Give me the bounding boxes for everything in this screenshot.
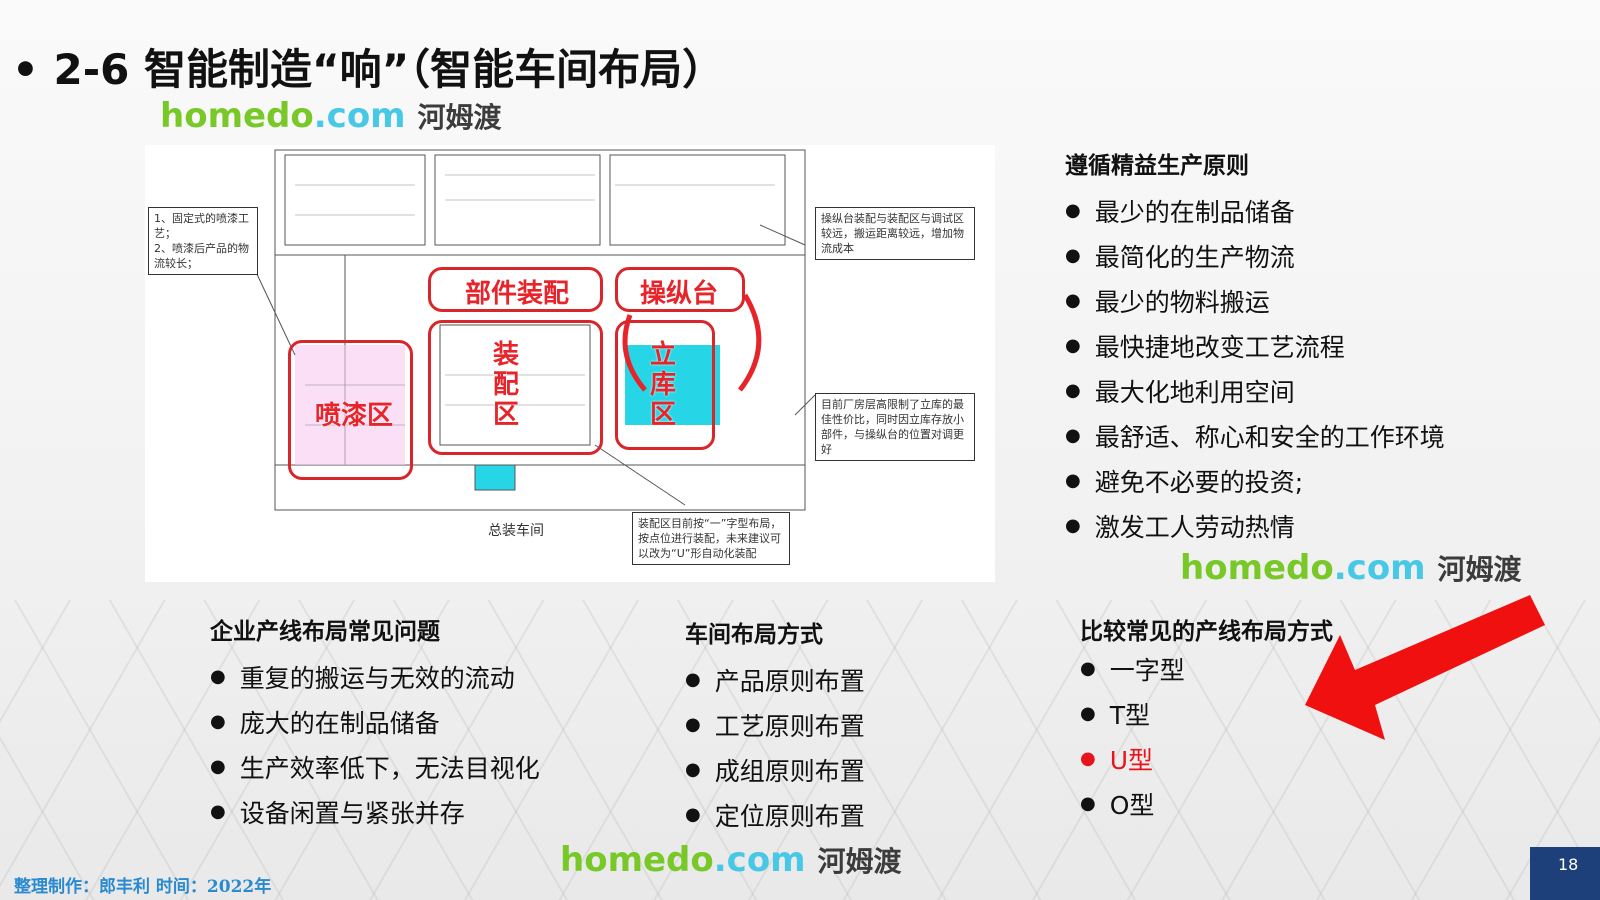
page-number: 18 xyxy=(1530,847,1600,900)
floorplan-drawing xyxy=(254,149,816,511)
list-item-highlighted: U型 xyxy=(1080,736,1333,781)
zone-label: 部件装配 xyxy=(465,279,570,309)
list-item: 庞大的在制品储备 xyxy=(210,699,540,744)
zone-label: 立库区 xyxy=(650,340,677,430)
common-problems: 企业产线布局常见问题 重复的搬运与无效的流动 庞大的在制品储备 生产效率低下，无… xyxy=(210,612,540,834)
list-item: 最少的在制品储备 xyxy=(1065,188,1445,233)
zone-warehouse xyxy=(615,320,715,450)
list-item: 工艺原则布置 xyxy=(685,702,865,747)
zone-component-assembly xyxy=(428,267,603,312)
list-item: O型 xyxy=(1080,781,1333,826)
footer-credit: 整理制作：郎丰利 时间：2022年 xyxy=(14,877,272,897)
workshop-label: 总装车间 xyxy=(488,523,544,539)
list-item: 重复的搬运与无效的流动 xyxy=(210,654,540,699)
workshop-layout-diagram: 部件装配 操纵台 装配区 立库区 喷漆区 1、固定式的喷漆工艺； 2、喷漆后产品… xyxy=(145,145,995,582)
list-item: 最少的物料搬运 xyxy=(1065,278,1445,323)
list-item: 设备闲置与紧张并存 xyxy=(210,789,540,834)
zone-label: 装配区 xyxy=(493,340,520,430)
callout-bottom: 装配区目前按“一”字型布局，按点位进行装配，未来建议可以改为“U”形自动化装配 xyxy=(632,512,790,565)
section-heading: 比较常见的产线布局方式 xyxy=(1080,619,1333,645)
zone-assembly xyxy=(428,320,603,455)
list-item: 最简化的生产物流 xyxy=(1065,233,1445,278)
list-item: 激发工人劳动热情 xyxy=(1065,503,1445,548)
section-heading: 车间布局方式 xyxy=(685,622,823,648)
callout-top-right: 操纵台装配与装配区与调试区较远，搬运距离较远，增加物流成本 xyxy=(815,207,975,260)
callout-mid-right: 目前厂房层高限制了立库的最佳性价比，同时因立库存放小部件，与操纵台的位置对调更好 xyxy=(815,393,975,461)
list-item: 最舒适、称心和安全的工作环境 xyxy=(1065,413,1445,458)
list-item: 一字型 xyxy=(1080,646,1333,691)
list-item: 定位原则布置 xyxy=(685,792,865,837)
zone-console xyxy=(615,267,745,312)
list-item: 最大化地利用空间 xyxy=(1065,368,1445,413)
zone-painting xyxy=(288,340,413,480)
red-arrow-icon xyxy=(1305,595,1545,740)
slide-title: • 2-6 智能制造“响”（智能车间布局） xyxy=(12,45,725,94)
section-heading: 遵循精益生产原则 xyxy=(1065,153,1249,179)
section-heading: 企业产线布局常见问题 xyxy=(210,619,440,645)
lean-principles: 遵循精益生产原则 最少的在制品储备 最简化的生产物流 最少的物料搬运 最快捷地改… xyxy=(1065,146,1445,548)
zone-label: 喷漆区 xyxy=(315,401,394,431)
callout-left: 1、固定式的喷漆工艺； 2、喷漆后产品的物流较长； xyxy=(148,207,258,275)
common-line-layouts: 比较常见的产线布局方式 一字型 T型 U型 O型 xyxy=(1080,612,1333,826)
list-item: 产品原则布置 xyxy=(685,657,865,702)
list-item: 最快捷地改变工艺流程 xyxy=(1065,323,1445,368)
list-item: 生产效率低下，无法目视化 xyxy=(210,744,540,789)
list-item: T型 xyxy=(1080,691,1333,736)
list-item: 避免不必要的投资; xyxy=(1065,458,1445,503)
layout-methods: 车间布局方式 产品原则布置 工艺原则布置 成组原则布置 定位原则布置 xyxy=(685,615,865,837)
zone-label: 操纵台 xyxy=(640,279,719,309)
list-item: 成组原则布置 xyxy=(685,747,865,792)
